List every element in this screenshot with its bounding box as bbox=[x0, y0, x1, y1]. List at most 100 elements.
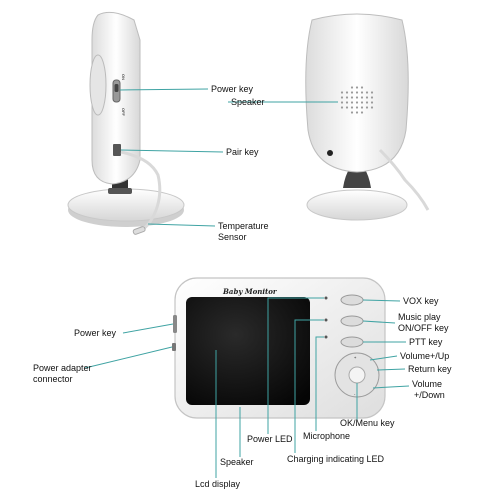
label-volume-up: Volume+/Up bbox=[400, 351, 449, 361]
label-ok-menu-key: OK/Menu key bbox=[340, 418, 395, 428]
speaker-hole bbox=[365, 106, 369, 109]
speaker-grille bbox=[340, 86, 374, 114]
camera-side-view: ON OFF bbox=[67, 11, 185, 235]
speaker-hole bbox=[340, 101, 344, 104]
leader-pair-key bbox=[120, 149, 224, 153]
label-vox-key: VOX key bbox=[403, 296, 439, 306]
adapter-port bbox=[172, 343, 176, 351]
speaker-hole bbox=[355, 91, 359, 94]
side-power-key bbox=[173, 315, 177, 333]
speaker-hole bbox=[370, 101, 374, 104]
pair-button bbox=[113, 144, 121, 156]
nav-down-mark: - bbox=[354, 391, 356, 396]
label-power-key-top: Power key bbox=[211, 84, 254, 94]
leader-charging-led bbox=[294, 319, 324, 453]
label-power-led: Power LED bbox=[247, 434, 293, 444]
switch-off-text: OFF bbox=[121, 108, 126, 117]
speaker-hole bbox=[360, 91, 364, 94]
label-ptt-key: PTT key bbox=[409, 337, 443, 347]
speaker-hole bbox=[355, 101, 359, 104]
leader-adapter bbox=[84, 346, 173, 369]
leader-volume-down bbox=[372, 385, 410, 389]
speaker-hole bbox=[370, 91, 374, 94]
leader-vox-key bbox=[362, 299, 401, 302]
speaker-hole bbox=[350, 86, 354, 89]
label-speaker-bottom: Speaker bbox=[220, 457, 254, 467]
label-speaker-top: Speaker bbox=[231, 97, 265, 107]
power-switch-knob bbox=[114, 84, 119, 92]
speaker-hole bbox=[350, 106, 354, 109]
leader-lines bbox=[84, 88, 410, 478]
lcd-screen bbox=[186, 297, 310, 405]
speaker-hole bbox=[370, 96, 374, 99]
speaker-hole bbox=[345, 96, 349, 99]
temperature-sensor-tip bbox=[132, 226, 146, 235]
speaker-hole bbox=[350, 96, 354, 99]
label-adapter-2: connector bbox=[33, 374, 73, 384]
leader-return-key bbox=[376, 368, 406, 371]
side-neck-collar bbox=[108, 188, 132, 194]
label-charging-led: Charging indicating LED bbox=[287, 454, 385, 464]
back-cable bbox=[378, 148, 430, 211]
label-return-key: Return key bbox=[408, 364, 452, 374]
back-port bbox=[327, 150, 333, 156]
speaker-hole bbox=[360, 96, 364, 99]
ok-menu-button bbox=[348, 366, 366, 384]
parent-monitor: Baby Monitor + - bbox=[172, 277, 386, 419]
speaker-hole bbox=[355, 106, 359, 109]
vox-button bbox=[340, 294, 364, 306]
speaker-hole bbox=[340, 106, 344, 109]
leader-temperature bbox=[147, 223, 216, 227]
speaker-hole bbox=[360, 101, 364, 104]
speaker-hole bbox=[355, 111, 359, 114]
label-music-2: ON/OFF key bbox=[398, 323, 449, 333]
back-neck bbox=[343, 168, 371, 188]
ptt-button bbox=[340, 336, 364, 348]
speaker-hole bbox=[360, 106, 364, 109]
speaker-hole bbox=[360, 86, 364, 89]
label-pair-key: Pair key bbox=[226, 147, 259, 157]
speaker-hole bbox=[340, 91, 344, 94]
label-temperature-2: Sensor bbox=[218, 232, 247, 242]
label-volume-down-1: Volume bbox=[412, 379, 442, 389]
speaker-hole bbox=[355, 86, 359, 89]
label-microphone: Microphone bbox=[303, 431, 350, 441]
label-power-key-side: Power key bbox=[74, 328, 117, 338]
speaker-hole bbox=[350, 111, 354, 114]
charging-led bbox=[324, 318, 328, 322]
leader-microphone bbox=[315, 336, 324, 431]
speaker-hole bbox=[345, 91, 349, 94]
speaker-hole bbox=[345, 101, 349, 104]
label-lcd-display: Lcd display bbox=[195, 479, 241, 489]
speaker-hole bbox=[365, 96, 369, 99]
leader-power-led bbox=[267, 297, 324, 434]
speaker-hole bbox=[340, 96, 344, 99]
power-led bbox=[324, 296, 328, 300]
nav-up-mark: + bbox=[354, 355, 357, 360]
camera-back-view bbox=[305, 13, 430, 221]
labels: Power key Speaker Pair key Temperature S… bbox=[33, 84, 452, 489]
leader-volume-up bbox=[369, 355, 398, 361]
speaker-hole bbox=[360, 111, 364, 114]
label-adapter-1: Power adapter bbox=[33, 363, 92, 373]
leader-power-key-side bbox=[122, 323, 174, 334]
speaker-hole bbox=[350, 91, 354, 94]
label-music-1: Music play bbox=[398, 312, 441, 322]
side-lens-bulge bbox=[89, 54, 107, 116]
speaker-hole bbox=[365, 101, 369, 104]
microphone-hole bbox=[324, 335, 328, 339]
label-temperature-1: Temperature bbox=[218, 221, 269, 231]
speaker-hole bbox=[355, 96, 359, 99]
label-volume-down-2: +/Down bbox=[414, 390, 445, 400]
brand-label: Baby Monitor bbox=[222, 287, 278, 296]
leader-power-key-top bbox=[119, 88, 209, 91]
speaker-hole bbox=[345, 106, 349, 109]
back-base bbox=[306, 189, 408, 221]
music-button bbox=[340, 315, 364, 327]
speaker-hole bbox=[350, 101, 354, 104]
switch-on-text: ON bbox=[121, 74, 126, 80]
speaker-hole bbox=[365, 91, 369, 94]
speaker-hole bbox=[370, 106, 374, 109]
leader-music bbox=[362, 320, 396, 324]
